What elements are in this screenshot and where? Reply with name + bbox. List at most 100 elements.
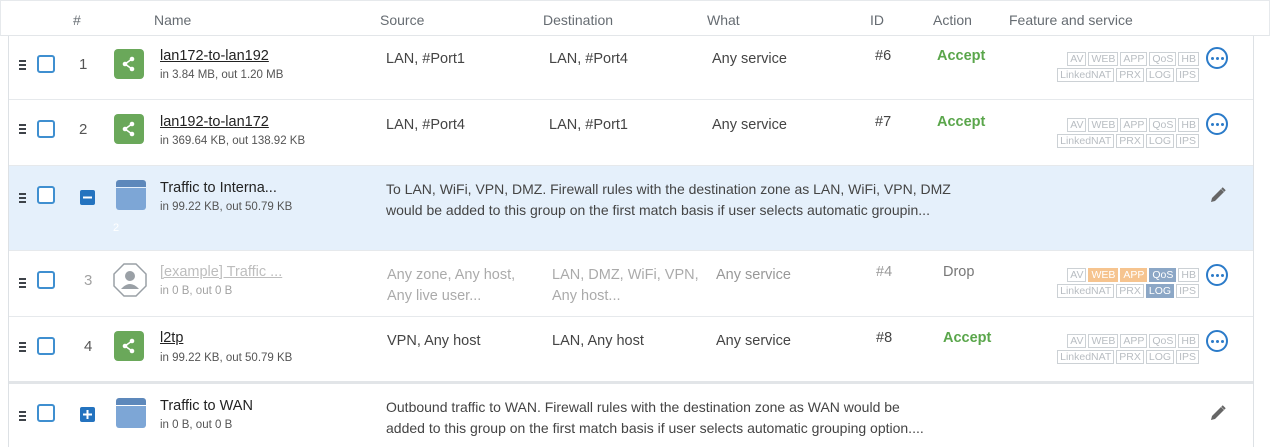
table-row[interactable]: 3 [example] Traffic ... in 0 B, out 0 B … xyxy=(9,251,1253,317)
group-description-line: Outbound traffic to WAN. Firewall rules … xyxy=(386,399,900,415)
tag-linkednat: LinkedNAT xyxy=(1057,284,1115,298)
tag-ips: IPS xyxy=(1176,284,1199,298)
tag-log: LOG xyxy=(1145,350,1175,364)
more-options-icon[interactable] xyxy=(1206,47,1228,69)
rule-action: Drop xyxy=(943,264,975,280)
rule-destination: LAN, #Port4 xyxy=(549,51,628,67)
group-description-line: would be added to this group on the firs… xyxy=(386,202,930,218)
rule-number: 1 xyxy=(79,56,88,73)
rule-name-link[interactable]: lan192-to-lan172 xyxy=(160,114,269,130)
feature-tags: AV WEB APP QoS HB LinkedNAT PRX LOG IPS xyxy=(1029,334,1199,366)
tag-prx: PRX xyxy=(1116,350,1144,364)
tag-prx: PRX xyxy=(1116,284,1144,298)
tag-hb: HB xyxy=(1178,268,1199,282)
col-destination[interactable]: Destination xyxy=(543,12,614,28)
table-row[interactable]: 1 lan172-to-lan192 in 3.84 MB, out 1.20 … xyxy=(9,36,1253,100)
group-name[interactable]: Traffic to Interna... xyxy=(160,180,277,196)
row-checkbox[interactable] xyxy=(37,55,55,73)
col-action[interactable]: Action xyxy=(933,12,972,28)
tag-web: WEB xyxy=(1088,118,1119,132)
collapse-icon[interactable] xyxy=(80,190,95,205)
row-checkbox[interactable] xyxy=(37,271,55,289)
tag-app: APP xyxy=(1120,118,1148,132)
rule-source: LAN, #Port1 xyxy=(386,51,465,67)
rule-service: Any service xyxy=(716,333,791,349)
group-description-line: added to this group on the first match b… xyxy=(386,420,924,436)
more-options-icon[interactable] xyxy=(1206,113,1228,135)
share-icon xyxy=(114,114,144,144)
tag-linkednat: LinkedNAT xyxy=(1057,68,1115,82)
tag-av: AV xyxy=(1067,52,1087,66)
tag-ips: IPS xyxy=(1176,350,1199,364)
rule-source-line: Any live user... xyxy=(387,288,482,304)
more-options-icon[interactable] xyxy=(1206,264,1228,286)
rule-service: Any service xyxy=(712,51,787,67)
table-row[interactable]: 2 lan192-to-lan172 in 369.64 KB, out 138… xyxy=(9,100,1253,166)
group-rule-count: 2 xyxy=(113,222,120,234)
drag-handle-icon[interactable] xyxy=(19,122,26,136)
tag-app: APP xyxy=(1120,268,1148,282)
group-checkbox[interactable] xyxy=(37,404,55,422)
rule-action: Accept xyxy=(937,48,986,64)
edit-pencil-icon[interactable] xyxy=(1209,186,1227,209)
drag-handle-icon[interactable] xyxy=(19,409,26,423)
group-description: To LAN, WiFi, VPN, DMZ. Firewall rules w… xyxy=(386,179,951,221)
rule-id: #6 xyxy=(875,48,892,64)
user-rule-icon xyxy=(113,263,147,297)
tag-app: APP xyxy=(1120,52,1148,66)
col-num: # xyxy=(73,12,81,28)
rules-table: 1 lan172-to-lan192 in 3.84 MB, out 1.20 … xyxy=(8,36,1254,447)
col-feature: Feature and service xyxy=(1009,12,1133,28)
rule-source-line: Any zone, Any host, xyxy=(387,267,516,283)
rule-group-row[interactable]: Traffic to WAN in 0 B, out 0 B Outbound … xyxy=(9,384,1253,447)
tag-linkednat: LinkedNAT xyxy=(1057,350,1115,364)
drag-handle-icon[interactable] xyxy=(19,340,26,354)
rule-group-row[interactable]: 2 Traffic to Interna... in 99.22 KB, out… xyxy=(9,166,1253,251)
drag-handle-icon[interactable] xyxy=(19,191,26,205)
share-icon xyxy=(114,331,144,361)
tag-qos: QoS xyxy=(1149,334,1177,348)
tag-log: LOG xyxy=(1145,134,1175,148)
col-id[interactable]: ID xyxy=(870,12,884,28)
rule-name-link[interactable]: lan172-to-lan192 xyxy=(160,48,269,64)
group-traffic: in 0 B, out 0 B xyxy=(160,419,233,431)
group-name[interactable]: Traffic to WAN xyxy=(160,398,253,414)
tag-av: AV xyxy=(1067,118,1087,132)
tag-web: WEB xyxy=(1088,52,1119,66)
drag-handle-icon[interactable] xyxy=(19,276,26,290)
rule-id: #7 xyxy=(875,114,892,130)
col-name[interactable]: Name xyxy=(154,12,192,28)
rule-destination: LAN, DMZ, WiFi, VPN, Any host... xyxy=(552,265,699,307)
row-checkbox[interactable] xyxy=(37,337,55,355)
row-checkbox[interactable] xyxy=(37,120,55,138)
rule-number: 2 xyxy=(79,121,88,138)
tag-qos: QoS xyxy=(1149,52,1177,66)
rule-source: Any zone, Any host, Any live user... xyxy=(387,265,515,307)
group-checkbox[interactable] xyxy=(37,186,55,204)
rule-source: VPN, Any host xyxy=(387,333,481,349)
tag-web: WEB xyxy=(1088,334,1119,348)
group-traffic: in 99.22 KB, out 50.79 KB xyxy=(160,201,293,213)
col-what[interactable]: What xyxy=(707,12,740,28)
tag-log: LOG xyxy=(1145,68,1175,82)
group-description-line: To LAN, WiFi, VPN, DMZ. Firewall rules w… xyxy=(386,181,951,197)
rule-destination: LAN, Any host xyxy=(552,333,644,349)
rule-name-link[interactable]: [example] Traffic ... xyxy=(160,264,283,280)
rule-number: 4 xyxy=(84,338,93,355)
rule-name-link[interactable]: l2tp xyxy=(160,330,184,346)
edit-pencil-icon[interactable] xyxy=(1209,404,1227,427)
rule-traffic: in 0 B, out 0 B xyxy=(160,285,233,297)
expand-icon[interactable] xyxy=(80,407,95,422)
rule-id: #8 xyxy=(876,330,893,346)
rule-destination-line: LAN, DMZ, WiFi, VPN, xyxy=(552,267,699,283)
tag-qos: QoS xyxy=(1149,268,1177,282)
tag-av: AV xyxy=(1067,334,1087,348)
feature-tags: AV WEB APP QoS HB LinkedNAT PRX LOG IPS xyxy=(1029,118,1199,150)
tag-prx: PRX xyxy=(1116,68,1144,82)
table-row[interactable]: 4 l2tp in 99.22 KB, out 50.79 KB VPN, An… xyxy=(9,317,1253,384)
more-options-icon[interactable] xyxy=(1206,330,1228,352)
rule-number: 3 xyxy=(84,272,93,289)
col-source[interactable]: Source xyxy=(380,12,425,28)
rule-action: Accept xyxy=(943,330,992,346)
drag-handle-icon[interactable] xyxy=(19,58,26,72)
